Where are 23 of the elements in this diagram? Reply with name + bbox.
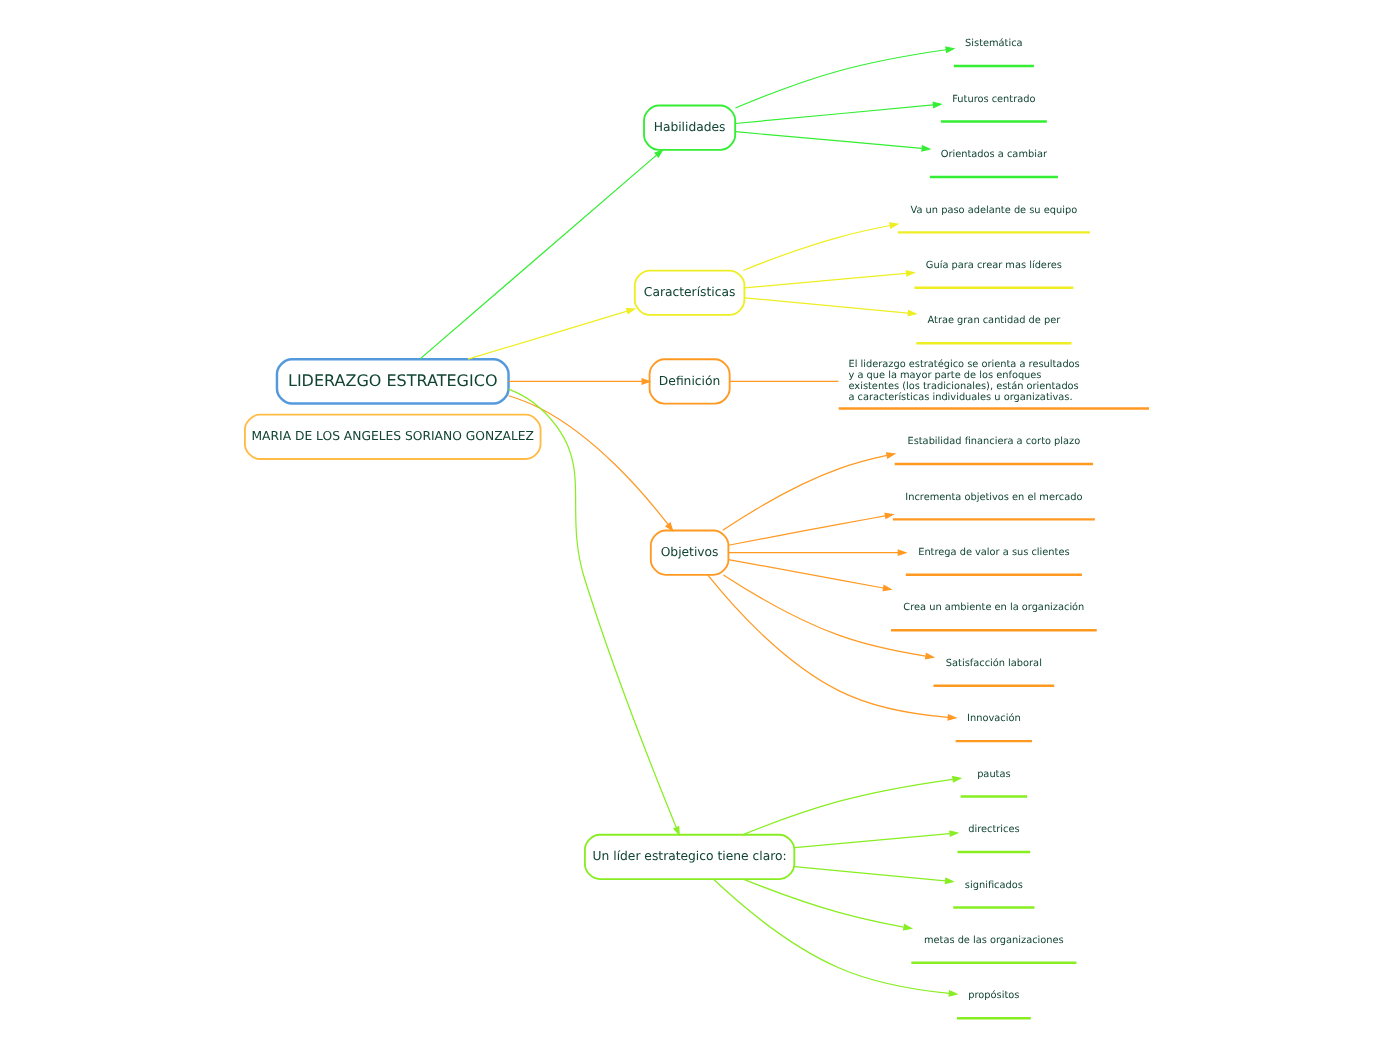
arrow [733,131,931,152]
arrow [507,388,679,837]
arrow [466,308,636,360]
arrow [507,395,673,532]
arrow [793,866,954,885]
arrow [706,574,957,721]
arrow [742,269,915,289]
arrow [726,558,892,592]
arrow [741,222,899,272]
arrow [733,46,955,109]
arrow [741,878,913,931]
arrow [507,377,651,385]
arrow [721,452,896,531]
arrow [741,775,962,836]
arrow [726,512,894,546]
arrow [711,878,958,997]
arrow [726,549,907,557]
arrow [793,830,959,849]
connector [728,380,839,383]
arrow [721,574,935,660]
arrow [742,297,917,317]
arrow [418,148,663,360]
arrow [733,101,942,125]
